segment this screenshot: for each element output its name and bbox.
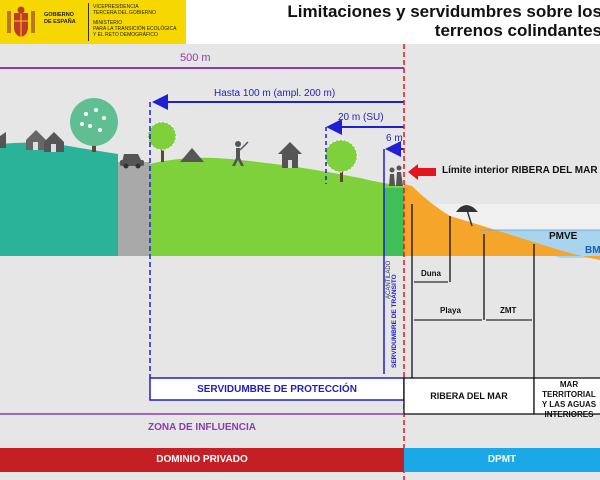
zmt-label: ZMT [500, 306, 517, 315]
inner-limit-label: Límite interior RIBERA DEL MAR [442, 165, 598, 176]
distance-20m-label: 20 m (SU) [338, 112, 384, 123]
coat-of-arms-icon [7, 6, 35, 37]
dpmt-label: DPMT [487, 454, 517, 465]
hikers-icon [389, 165, 403, 186]
pmve-label: PMVE [549, 231, 578, 242]
tree-icon [70, 98, 118, 152]
green-hill [150, 157, 404, 256]
distance-6m-label: 6 m [386, 133, 403, 144]
ribera-zone-label: RIBERA DEL MAR [430, 391, 508, 401]
government-name: GOBIERNO DE ESPAÑA [44, 12, 76, 25]
dpmt-bar [404, 448, 600, 472]
coastal-diagram: 500 m Hasta 100 m (ampl. 200 m) 20 m (SU… [0, 44, 600, 480]
private-domain-bar [0, 448, 404, 472]
urban-hill [0, 142, 118, 256]
pavilion-icon [278, 142, 302, 168]
protection-zone-label: SERVIDUMBRE DE PROTECCIÓN [197, 384, 357, 395]
page-title: Limitaciones y servidumbres sobre los te… [287, 2, 600, 40]
road [118, 162, 150, 256]
transit-easement-label: SERVIDUMBRE DE TRÁNSITO [391, 274, 398, 368]
cliff-strip [384, 188, 404, 256]
bmve-label: BMVE [585, 245, 600, 256]
sea-zone-label: MAR TERRITORIAL Y LAS AGUAS INTERIORES [541, 380, 597, 419]
diagram-graphics [0, 44, 600, 480]
distance-500m-label: 500 m [180, 52, 211, 64]
dune-label: Duna [421, 269, 441, 278]
ribera-zone-box [403, 377, 535, 415]
ministry-name: MINISTERIO PARA LA TRANSICIÓN ECOLÓGICA … [93, 20, 177, 38]
tent-icon [180, 148, 204, 162]
tree-icon [324, 139, 358, 182]
header: GOBIERNO DE ESPAÑA VICEPRESIDENCIA TERCE… [0, 0, 600, 44]
inner-limit-arrow [408, 164, 436, 180]
vice-presidency-name: VICEPRESIDENCIA TERCERA DEL GOBIERNO [93, 4, 156, 16]
sea-zone-box [533, 377, 600, 415]
tree-icon [147, 121, 177, 162]
government-logo-block: GOBIERNO DE ESPAÑA VICEPRESIDENCIA TERCE… [0, 0, 186, 44]
car-icon [120, 154, 144, 169]
beach-label: Playa [440, 306, 461, 315]
golfer-icon [232, 141, 249, 166]
influence-zone-label: ZONA DE INFLUENCIA [148, 422, 256, 433]
distance-100m-label: Hasta 100 m (ampl. 200 m) [214, 88, 336, 99]
beach-sand [404, 184, 600, 260]
umbrella-icon [456, 205, 478, 227]
private-domain-label: DOMINIO PRIVADO [156, 454, 248, 465]
logo-divider [88, 3, 89, 41]
house-icon [0, 130, 64, 152]
